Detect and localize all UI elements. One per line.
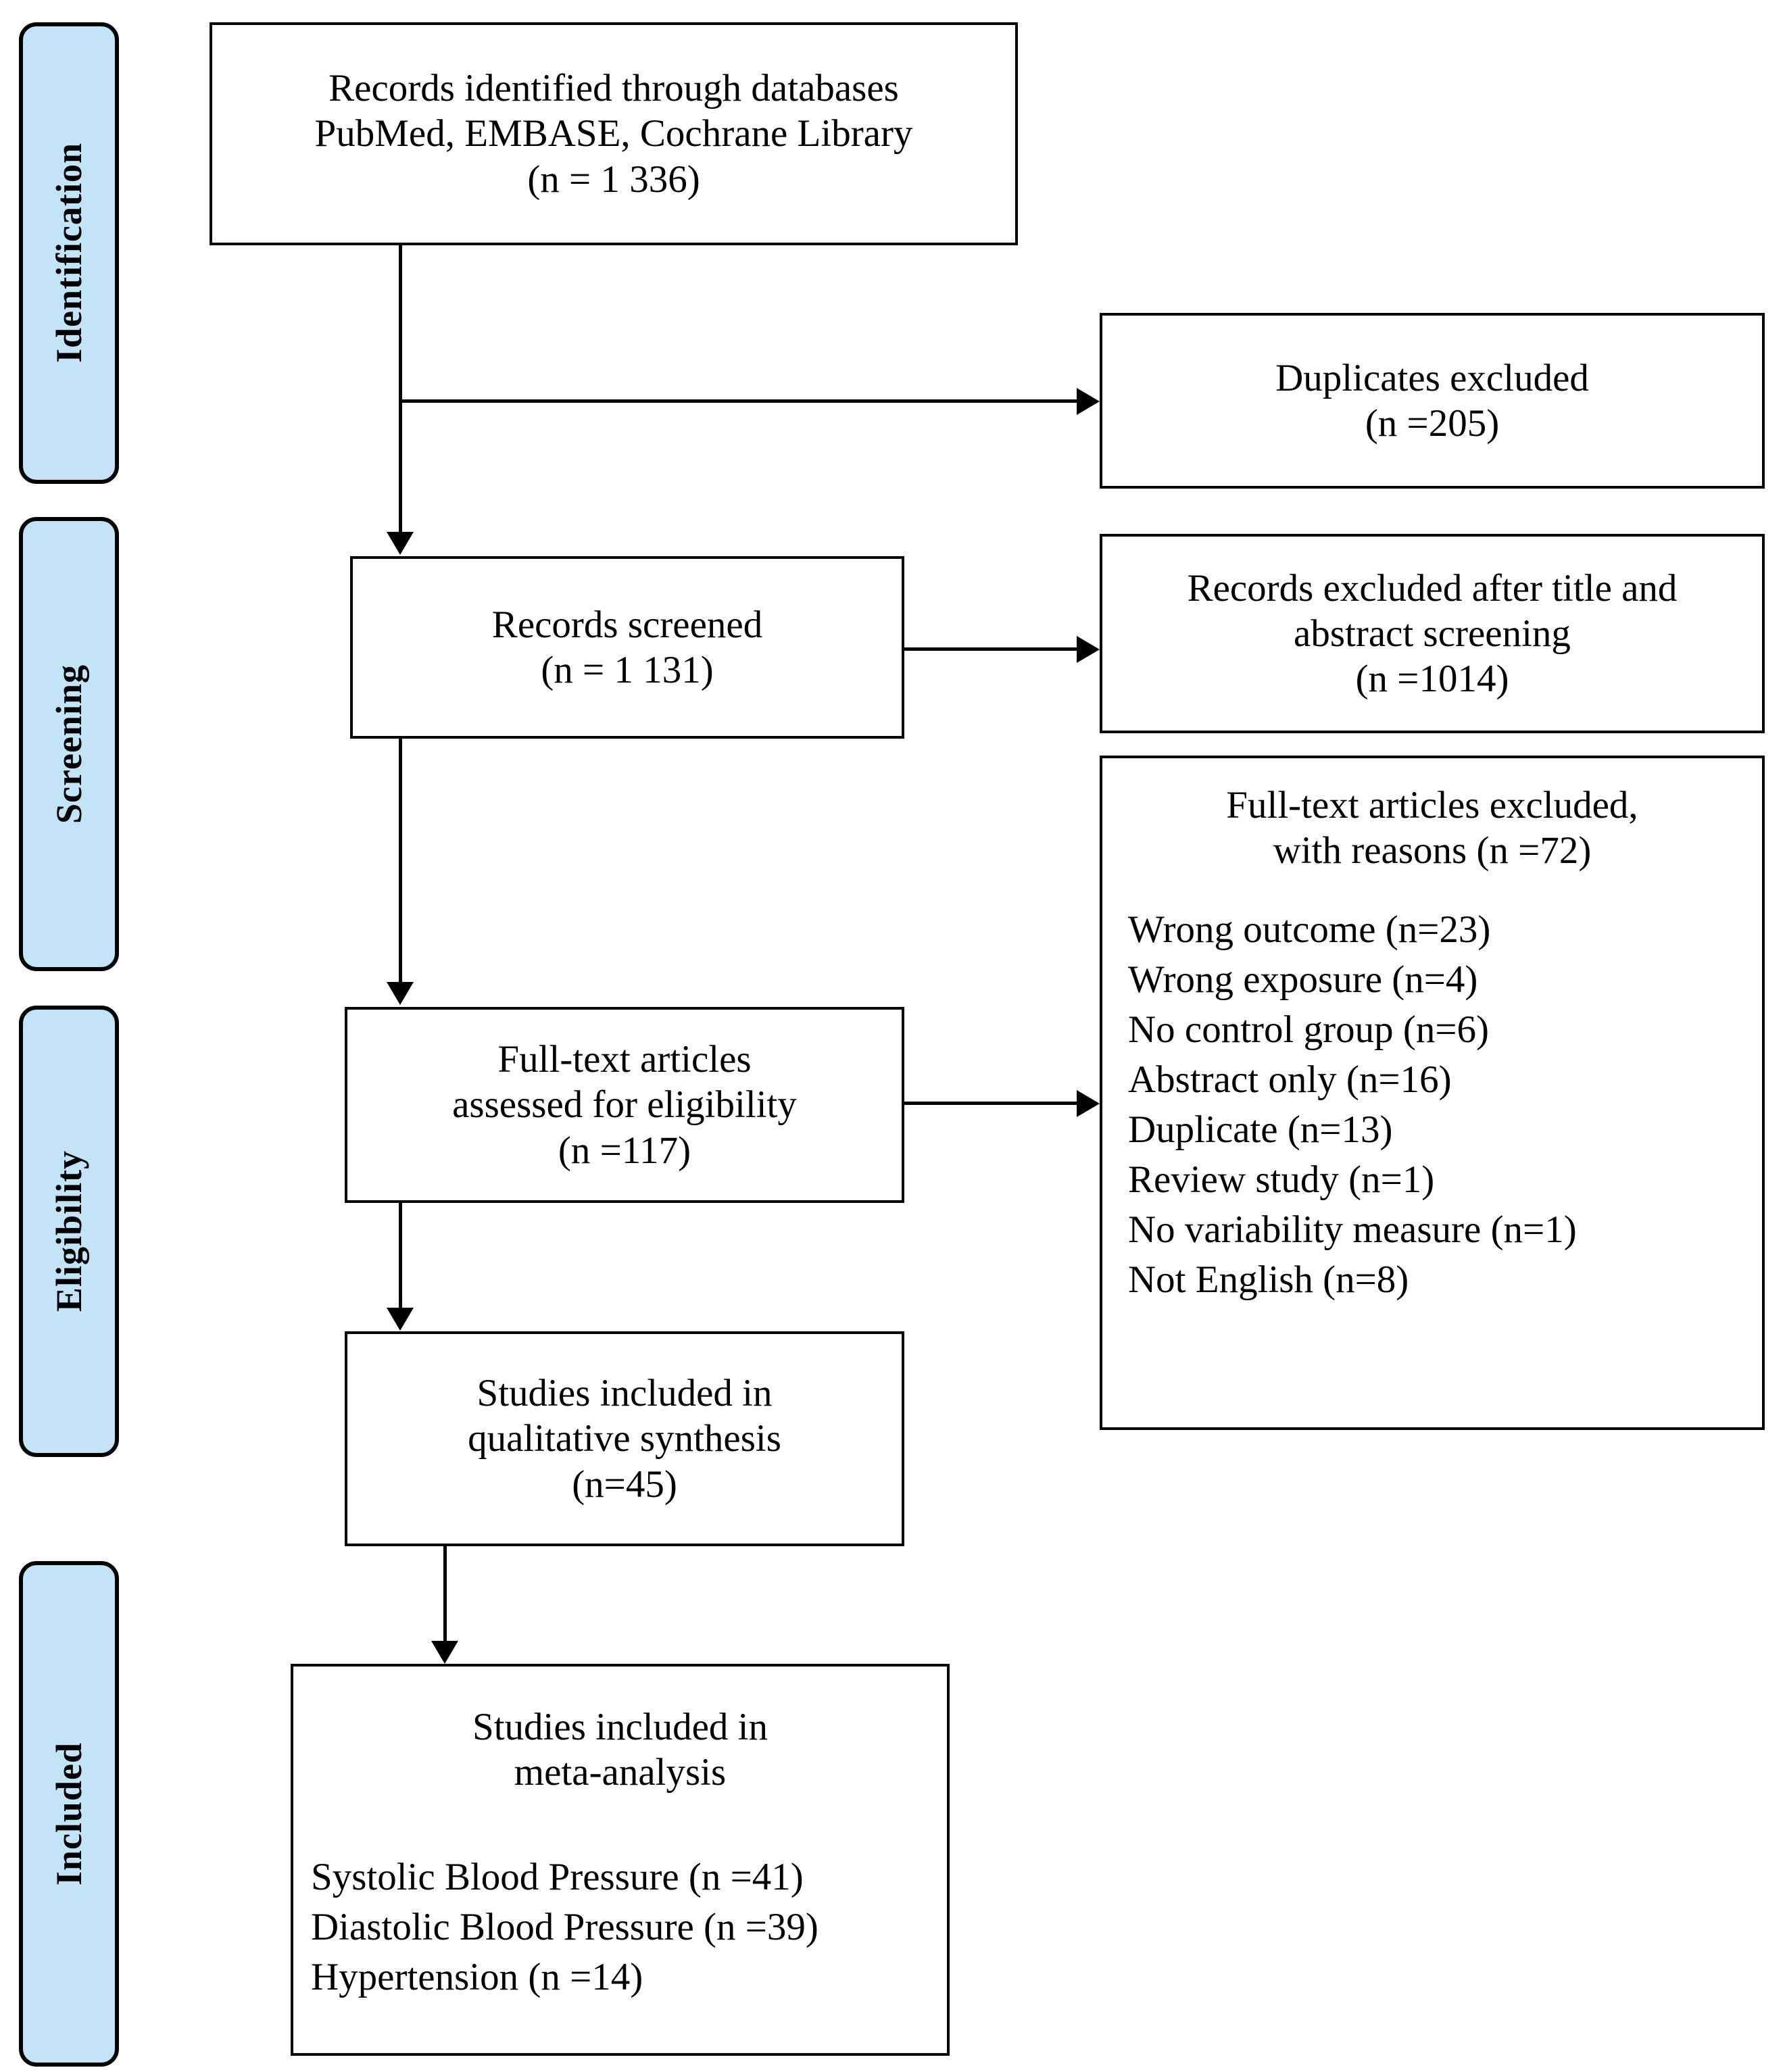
exclusion-reason-item: Abstract only (n=16) <box>1128 1058 1452 1101</box>
records-identified-line-2: PubMed, EMBASE, Cochrane Library <box>314 112 913 155</box>
stage-tab-eligibility-label: Eligibility <box>49 1150 89 1312</box>
records-identified-line-1: Records identified through databases <box>328 67 899 110</box>
fulltext-assessed-line-1: Full-text articles <box>497 1038 752 1081</box>
exclusion-reason-item: No control group (n=6) <box>1128 1008 1489 1051</box>
stage-tab-included: Included <box>19 1561 119 2067</box>
stage-tab-identification-label: Identification <box>49 143 89 364</box>
box-meta-analysis: Studies included in meta-analysis Systol… <box>291 1664 950 2056</box>
arrow-screened-to-fulltext <box>387 982 414 1005</box>
connector-fulltext-to-qualitative <box>399 1203 402 1308</box>
exclusion-reason-item: Wrong exposure (n=4) <box>1128 958 1478 1001</box>
meta-analysis-outcome-item: Hypertension (n =14) <box>311 1955 643 1998</box>
records-screened-line-1: Records screened <box>491 603 763 646</box>
stage-tab-screening-label: Screening <box>49 664 89 824</box>
qualitative-synthesis-line-3: (n=45) <box>572 1462 677 1506</box>
box-records-excluded-title-abstract: Records excluded after title and abstrac… <box>1100 534 1765 733</box>
records-excluded-line-2: abstract screening <box>1294 612 1571 655</box>
connector-fulltext-to-excluded <box>904 1102 1077 1105</box>
records-identified-line-3: (n = 1 336) <box>527 157 700 201</box>
stage-tab-included-label: Included <box>49 1742 89 1886</box>
connector-identified-to-screened <box>399 245 402 532</box>
exclusion-reason-item: Duplicate (n=13) <box>1128 1108 1393 1151</box>
meta-analysis-heading-2: meta-analysis <box>514 1751 727 1794</box>
arrow-qualitative-to-meta <box>431 1641 458 1664</box>
qualitative-synthesis-line-2: qualitative synthesis <box>468 1417 781 1460</box>
connector-screened-to-excluded <box>904 647 1077 651</box>
duplicates-excluded-line-2: (n =205) <box>1365 402 1500 445</box>
meta-analysis-heading-1: Studies included in <box>472 1706 768 1748</box>
stage-tab-identification: Identification <box>19 22 119 484</box>
exclusion-reason-item: Not English (n=8) <box>1128 1258 1409 1302</box>
records-excluded-line-3: (n =1014) <box>1355 658 1509 701</box>
records-excluded-line-1: Records excluded after title and <box>1187 566 1678 610</box>
connector-screened-to-fulltext <box>399 739 402 982</box>
arrow-screened-to-excluded <box>1077 636 1100 663</box>
box-fulltext-excluded: Full-text articles excluded, with reason… <box>1100 756 1765 1430</box>
meta-analysis-outcome-item: Systolic Blood Pressure (n =41) <box>311 1855 804 1898</box>
stage-tab-screening: Screening <box>19 517 119 971</box>
exclusion-reason-item: Review study (n=1) <box>1128 1158 1435 1201</box>
duplicates-excluded-line-1: Duplicates excluded <box>1275 356 1589 399</box>
box-qualitative-synthesis: Studies included in qualitative synthesi… <box>345 1331 904 1546</box>
arrow-fulltext-to-qualitative <box>387 1308 414 1331</box>
box-records-screened: Records screened (n = 1 131) <box>350 556 904 739</box>
qualitative-synthesis-line-1: Studies included in <box>476 1372 773 1415</box>
meta-analysis-outcome-item: Diastolic Blood Pressure (n =39) <box>311 1905 818 1948</box>
records-screened-line-2: (n = 1 131) <box>541 649 714 691</box>
box-duplicates-excluded: Duplicates excluded (n =205) <box>1100 313 1765 489</box>
connector-qualitative-to-meta <box>443 1546 447 1641</box>
connector-identified-to-duplicates <box>399 399 1077 403</box>
stage-tab-eligibility: Eligibility <box>19 1006 119 1457</box>
fulltext-assessed-line-2: assessed for eligibility <box>452 1083 797 1127</box>
box-records-identified: Records identified through databases Pub… <box>210 22 1018 245</box>
exclusion-reason-item: No variability measure (n=1) <box>1128 1208 1577 1252</box>
fulltext-excluded-heading-1: Full-text articles excluded, <box>1226 784 1638 827</box>
arrow-identified-to-screened <box>387 532 414 555</box>
exclusion-reason-item: Wrong outcome (n=23) <box>1128 908 1491 951</box>
box-fulltext-assessed: Full-text articles assessed for eligibil… <box>345 1007 904 1203</box>
fulltext-excluded-heading-2: with reasons (n =72) <box>1273 829 1592 872</box>
fulltext-assessed-line-3: (n =117) <box>558 1129 691 1172</box>
arrow-fulltext-to-excluded <box>1077 1090 1100 1117</box>
arrow-identified-to-duplicates <box>1077 388 1100 415</box>
